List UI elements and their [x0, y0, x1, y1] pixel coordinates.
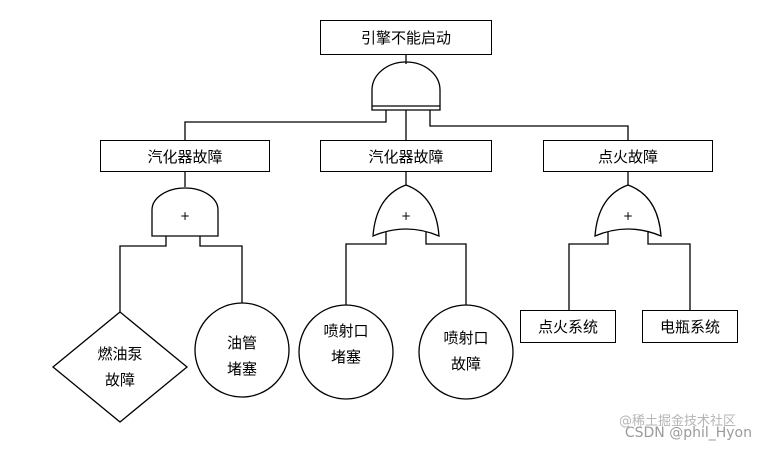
label-nozzle-fault-line1: 喷射口: [443, 329, 489, 347]
top-gate-connectors: [184, 110, 629, 140]
label-nozzle-fault: 喷射口 故障: [426, 325, 506, 377]
label-fuel-pump: 燃油泵 故障: [80, 341, 160, 393]
top-event-box: 引擎不能启动: [320, 20, 492, 55]
label-nozzle-block-line1: 喷射口: [323, 322, 369, 340]
top-and-gate: [371, 61, 441, 111]
gate-and-1: [119, 172, 243, 312]
circle-nozzle-block: [298, 304, 394, 400]
gate-or-3: [568, 172, 691, 310]
label-oil-pipe-line2: 堵塞: [226, 360, 257, 378]
label-oil-pipe: 油管 堵塞: [202, 330, 282, 382]
event-carburetor-2: 汽化器故障: [320, 140, 492, 172]
watermark-csdn: CSDN @phil_Hyon: [624, 425, 752, 441]
gate-3-symbol: +: [623, 209, 633, 223]
label-fuel-pump-line1: 燃油泵: [97, 345, 143, 363]
label-oil-pipe-line1: 油管: [226, 334, 257, 352]
label-nozzle-block: 喷射口 堵塞: [306, 318, 386, 370]
label-nozzle-fault-line2: 故障: [450, 355, 481, 373]
circle-nozzle-fault: [418, 304, 514, 400]
event-battery-system: 电瓶系统: [642, 310, 738, 343]
diamond-fuel-pump: [51, 311, 189, 423]
circle-oil-pipe: [194, 302, 290, 398]
label-nozzle-block-line2: 堵塞: [330, 348, 361, 366]
event-ignition-system: 点火系统: [520, 310, 616, 343]
event-carburetor-1: 汽化器故障: [100, 140, 270, 172]
watermark-juejin: @稀土掘金技术社区: [618, 414, 736, 429]
event-ignition: 点火故障: [543, 140, 713, 172]
label-fuel-pump-line2: 故障: [104, 371, 135, 389]
gate-1-symbol: +: [180, 209, 190, 223]
gate-or-2: [345, 172, 467, 305]
gate-2-symbol: +: [401, 209, 411, 223]
